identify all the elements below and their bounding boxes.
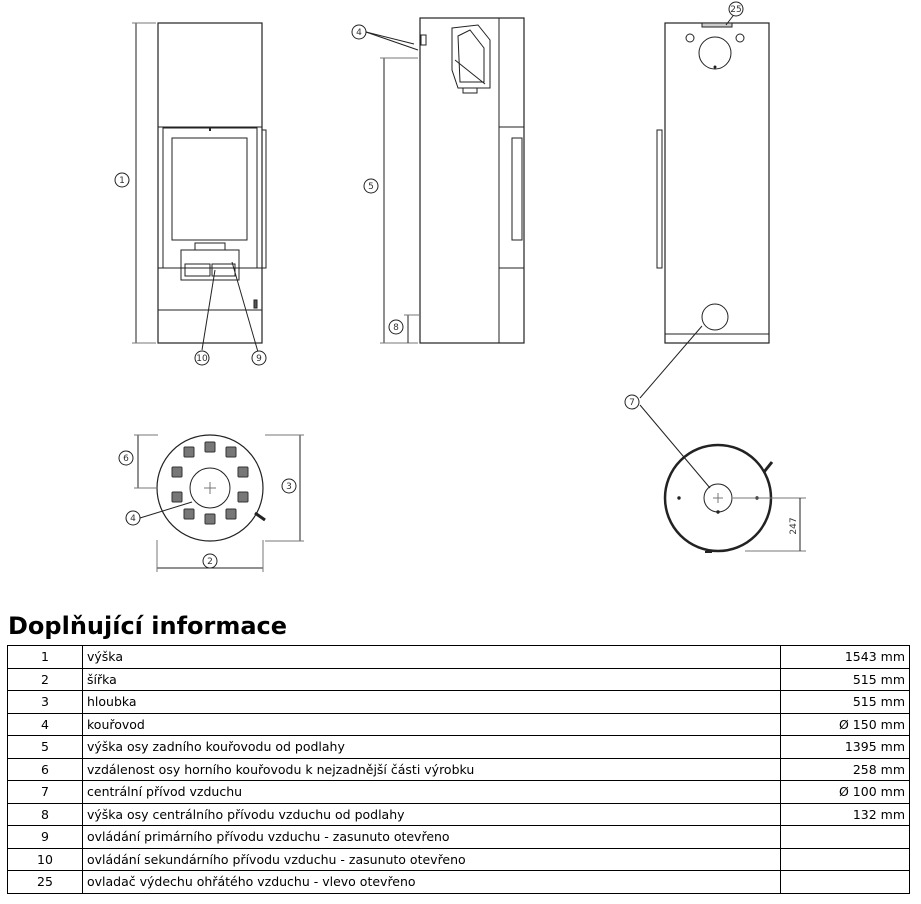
row-description: centrální přívod vzduchu bbox=[82, 780, 781, 804]
row-description: kouřovod bbox=[82, 712, 781, 736]
row-number: 5 bbox=[7, 735, 83, 759]
row-value: 515 mm bbox=[780, 667, 910, 691]
row-description: výška osy centrálního přívodu vzduchu od… bbox=[82, 802, 781, 826]
callout-2: 2 bbox=[202, 553, 218, 569]
callout-3-label: 3 bbox=[286, 482, 292, 492]
row-value: Ø 100 mm bbox=[780, 780, 910, 804]
top-view bbox=[134, 434, 304, 572]
side-view bbox=[365, 17, 525, 344]
callout-10-label: 10 bbox=[196, 354, 208, 364]
row-number: 25 bbox=[7, 870, 83, 894]
callout-9-label: 9 bbox=[256, 354, 262, 364]
row-description: vzdálenost osy horního kouřovodu k nejza… bbox=[82, 757, 781, 781]
callout-8: 8 bbox=[388, 319, 404, 335]
row-value: 515 mm bbox=[780, 690, 910, 714]
rear-view bbox=[639, 11, 770, 399]
row-number: 9 bbox=[7, 825, 83, 849]
callout-10: 10 bbox=[194, 350, 210, 366]
row-description: výška bbox=[82, 645, 781, 669]
row-number: 1 bbox=[7, 645, 83, 669]
callout-4-side: 4 bbox=[351, 24, 367, 40]
row-value bbox=[780, 825, 910, 849]
row-description: hloubka bbox=[82, 690, 781, 714]
section-heading: Doplňující informace bbox=[8, 612, 288, 640]
callout-5: 5 bbox=[363, 178, 379, 194]
row-number: 2 bbox=[7, 667, 83, 691]
row-number: 3 bbox=[7, 690, 83, 714]
technical-drawing: 1 10 9 4 5 8 bbox=[114, 1, 806, 572]
dimension-247-label: 247 bbox=[789, 517, 799, 534]
row-value bbox=[780, 847, 910, 871]
callout-3: 3 bbox=[281, 478, 297, 494]
callout-25: 25 bbox=[728, 1, 744, 17]
row-description: výška osy zadního kouřovodu od podlahy bbox=[82, 735, 781, 759]
callout-6: 6 bbox=[118, 450, 134, 466]
row-number: 8 bbox=[7, 802, 83, 826]
front-view bbox=[132, 22, 267, 353]
row-number: 7 bbox=[7, 780, 83, 804]
callout-8-label: 8 bbox=[393, 323, 399, 333]
row-description: šířka bbox=[82, 667, 781, 691]
bottom-view bbox=[639, 404, 806, 553]
callout-4-top-label: 4 bbox=[130, 514, 136, 524]
callout-9: 9 bbox=[251, 350, 267, 366]
callout-7-label: 7 bbox=[629, 398, 635, 408]
callout-4-side-label: 4 bbox=[356, 28, 362, 38]
callout-1-label: 1 bbox=[119, 176, 125, 186]
row-value bbox=[780, 870, 910, 894]
row-number: 6 bbox=[7, 757, 83, 781]
callout-2-label: 2 bbox=[207, 557, 213, 567]
row-number: 4 bbox=[7, 712, 83, 736]
row-description: ovládání sekundárního přívodu vzduchu - … bbox=[82, 847, 781, 871]
callout-4-top: 4 bbox=[125, 510, 141, 526]
callout-6-label: 6 bbox=[123, 454, 129, 464]
callout-5-label: 5 bbox=[368, 182, 374, 192]
row-value: 132 mm bbox=[780, 802, 910, 826]
row-description: ovladač výdechu ohřátého vzduchu - vlevo… bbox=[82, 870, 781, 894]
row-value: 1543 mm bbox=[780, 645, 910, 669]
row-value: Ø 150 mm bbox=[780, 712, 910, 736]
callout-7: 7 bbox=[624, 394, 640, 410]
row-description: ovládání primárního přívodu vzduchu - za… bbox=[82, 825, 781, 849]
callout-1: 1 bbox=[114, 172, 130, 188]
callout-25-label: 25 bbox=[730, 5, 741, 15]
row-value: 1395 mm bbox=[780, 735, 910, 759]
row-value: 258 mm bbox=[780, 757, 910, 781]
row-number: 10 bbox=[7, 847, 83, 871]
